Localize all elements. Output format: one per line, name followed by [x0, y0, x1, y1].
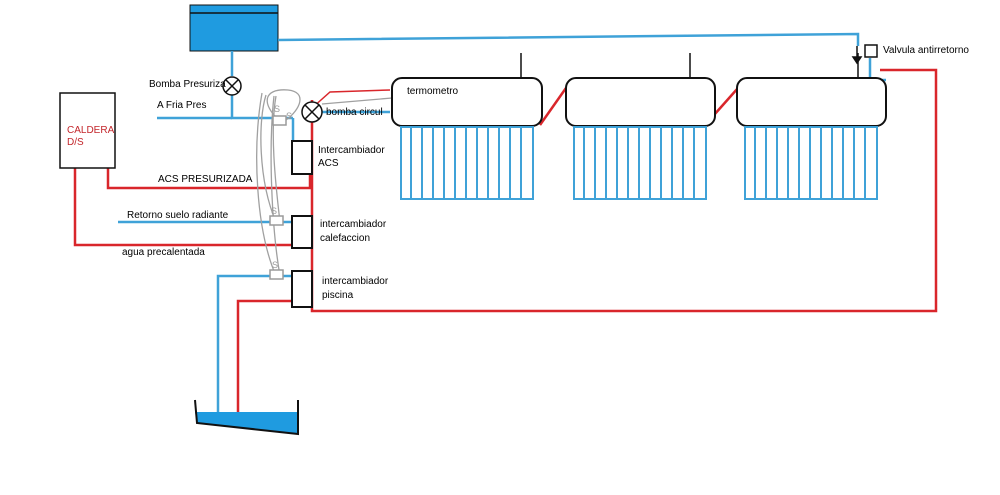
exchanger-calefaccion — [291, 215, 313, 249]
label-intercambiador-acs-2: ACS — [318, 158, 339, 169]
label-intercambiador-piscina-2: piscina — [322, 290, 354, 301]
label-intercambiador-acs: Intercambiador — [318, 145, 385, 156]
label-intercambiador-calefaccion: intercambiador — [320, 219, 387, 230]
pool-return-pipe — [216, 274, 293, 412]
label-caldera: CALDERA — [67, 125, 115, 136]
sensor-mark: S — [271, 206, 278, 216]
sensor-boxes — [269, 115, 287, 280]
bomba-circul-symbol — [301, 101, 323, 123]
exchanger-acs — [291, 140, 313, 175]
acs-presurizada-pipe — [106, 168, 312, 190]
heat-exchangers — [291, 140, 313, 308]
thermometer-to-pump — [311, 89, 391, 109]
solar-collector-1 — [391, 53, 543, 200]
sensor-mark: S — [286, 111, 293, 121]
pool-feed-pipe — [236, 299, 293, 412]
check-valve-icon — [851, 44, 878, 65]
exchanger-piscina — [291, 270, 313, 308]
tank-to-valve-pipe — [277, 32, 860, 46]
sensor-mark: S — [272, 260, 279, 270]
label-retorno-suelo-radiante: Retorno suelo radiante — [127, 210, 229, 221]
collector-link-1 — [538, 87, 568, 126]
label-bomba-circul: bomba circul — [326, 107, 383, 118]
label-a-fria-pres: A Fria Pres — [157, 100, 207, 111]
caldera-box — [59, 92, 116, 169]
label-intercambiador-calefaccion-2: calefaccion — [320, 233, 371, 244]
sensor-lines — [256, 89, 393, 277]
collector-link-2 — [713, 87, 739, 116]
solar-collector-2 — [565, 53, 716, 200]
bomba-presuriza-symbol — [222, 76, 242, 96]
pool — [194, 399, 299, 436]
label-valvula-antirretorno: Valvula antirretorno — [883, 45, 969, 56]
water-tank — [189, 4, 279, 52]
label-termometro: termometro — [407, 86, 459, 97]
label-caldera-ds: D/S — [67, 137, 84, 148]
solar-collector-3 — [736, 53, 887, 200]
label-bomba-presuriza: Bomba Presuriza — [149, 79, 226, 90]
label-acs-presurizada: ACS PRESURIZADA — [158, 174, 253, 185]
label-intercambiador-piscina: intercambiador — [322, 276, 389, 287]
sensor-mark: S — [274, 104, 281, 114]
label-agua-precalentada: agua precalentada — [122, 247, 205, 258]
agua-precalentada-pipe — [73, 168, 292, 247]
